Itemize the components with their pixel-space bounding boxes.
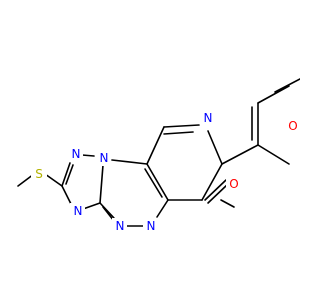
bond	[163, 131, 194, 135]
bond-group	[17, 78, 300, 227]
bond	[144, 168, 163, 198]
bond	[61, 162, 71, 187]
bond	[99, 202, 115, 219]
bond	[274, 78, 300, 93]
bond	[207, 130, 223, 165]
bond	[207, 183, 229, 204]
bond	[220, 199, 235, 208]
nitrogen-atom-label: N	[116, 219, 125, 233]
bond	[111, 159, 148, 165]
bond	[163, 124, 200, 128]
bond	[82, 202, 101, 210]
bond	[65, 164, 74, 185]
bond	[257, 85, 290, 104]
bond	[204, 179, 227, 201]
bond	[99, 164, 104, 204]
bond	[146, 163, 169, 201]
nitrogen-atom-label: N	[147, 219, 156, 233]
nitrogen-atom-label: N	[204, 111, 213, 125]
bond	[44, 173, 63, 187]
oxygen-atom-label: O	[288, 119, 297, 133]
molecule-structure: S N N N N N N O O	[17, 78, 300, 234]
bond	[81, 154, 95, 157]
nitrogen-atom-label: N	[100, 151, 109, 165]
bond	[221, 144, 259, 165]
bond	[156, 199, 169, 218]
atom-label-group: S N N N N N N O O	[31, 110, 300, 234]
bond	[257, 144, 290, 165]
nitrogen-atom-label: N	[72, 147, 81, 161]
bond	[146, 126, 165, 165]
sulfur-atom-label: S	[35, 167, 43, 181]
oxygen-atom-label: O	[229, 177, 238, 191]
nitrogen-atom-label: N	[74, 204, 83, 218]
bond	[201, 163, 223, 201]
